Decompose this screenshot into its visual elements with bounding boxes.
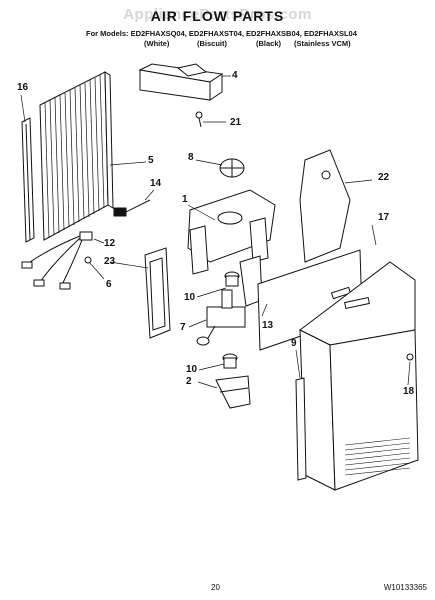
page-title: AIR FLOW PARTS xyxy=(150,8,285,24)
callout-4: 4 xyxy=(232,70,238,81)
watermark: AppliancePartsPros.com xyxy=(123,6,312,23)
part-1-fan-housing xyxy=(187,189,276,275)
part-9-seal xyxy=(295,377,307,481)
callout-16: 16 xyxy=(17,82,29,93)
callout-13: 13 xyxy=(262,320,274,331)
callout-21: 21 xyxy=(230,117,242,128)
part-8-fan-blade xyxy=(219,158,245,178)
part-16-seal xyxy=(21,117,35,243)
callout-5: 5 xyxy=(148,155,154,166)
leader-lines xyxy=(20,75,411,389)
models-line: For Models: ED2FHAXSQ04, ED2FHAXST04, ED… xyxy=(86,29,357,38)
callout-10-lower: 10 xyxy=(186,364,198,375)
page-number: 20 xyxy=(211,583,220,592)
callout-22: 22 xyxy=(378,172,390,183)
callout-12: 12 xyxy=(104,238,116,249)
callout-8: 8 xyxy=(188,152,194,163)
variant-white: (White) xyxy=(144,39,170,48)
part-12-harness xyxy=(21,231,93,290)
part-2-bracket xyxy=(215,375,251,409)
callout-2: 2 xyxy=(186,376,192,387)
part-18-screw xyxy=(406,353,414,361)
callout-9: 9 xyxy=(291,338,297,349)
callout-10-upper: 10 xyxy=(184,292,196,303)
callout-23: 23 xyxy=(104,256,116,267)
document-number: W10133365 xyxy=(383,583,427,592)
part-5-cover xyxy=(39,71,114,241)
part-21-screw xyxy=(195,111,203,128)
callout-1: 1 xyxy=(182,194,188,205)
variant-stainless: (Stainless VCM) xyxy=(294,39,351,48)
part-10-grommet-upper xyxy=(224,271,240,287)
callout-17: 17 xyxy=(378,212,390,223)
part-22-plate xyxy=(299,149,351,263)
callout-18: 18 xyxy=(403,386,415,397)
part-23-plate xyxy=(144,247,171,339)
part-17-panel xyxy=(299,261,419,491)
part-4-bracket xyxy=(138,63,224,101)
part-7-motor xyxy=(196,289,246,346)
callout-14: 14 xyxy=(150,178,162,189)
callout-7: 7 xyxy=(180,322,186,333)
part-10-grommet-lower xyxy=(222,353,238,369)
callout-6: 6 xyxy=(106,279,112,290)
part-14-thermistor xyxy=(113,199,151,217)
variant-biscuit: (Biscuit) xyxy=(197,39,227,48)
variant-black: (Black) xyxy=(256,39,282,48)
